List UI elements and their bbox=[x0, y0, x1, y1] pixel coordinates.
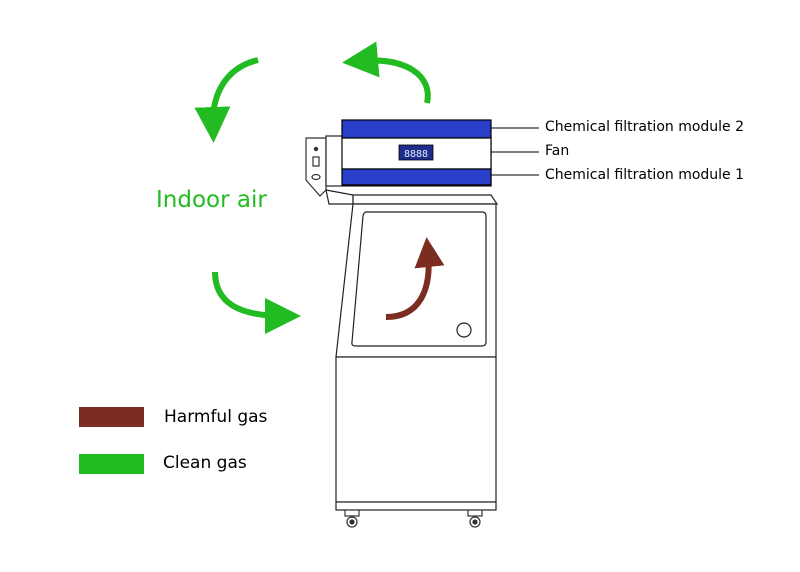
clean-air-arrow-lower bbox=[212, 271, 301, 334]
control-panel bbox=[305, 137, 327, 197]
fan-label: Fan bbox=[545, 143, 570, 159]
cabinet bbox=[325, 189, 499, 511]
clean-air-arrow-left-down bbox=[194, 57, 259, 143]
clean-gas-swatch bbox=[79, 454, 144, 474]
chemical-filtration-module-1 bbox=[341, 168, 492, 186]
wheel-left bbox=[344, 509, 360, 528]
clean-air-arrow-top bbox=[342, 41, 431, 104]
indoor-air-label: Indoor air bbox=[156, 187, 267, 213]
wheel-right bbox=[467, 509, 483, 528]
harmful-gas-legend-label: Harmful gas bbox=[164, 407, 268, 427]
module2-label: Chemical filtration module 2 bbox=[545, 119, 745, 135]
svg-text:8888: 8888 bbox=[404, 149, 428, 160]
module1-label: Chemical filtration module 1 bbox=[545, 167, 745, 183]
clean-gas-legend-label: Clean gas bbox=[163, 453, 247, 473]
harmful-gas-arrow bbox=[385, 237, 445, 320]
chemical-filtration-module-2 bbox=[341, 119, 492, 139]
fan-display bbox=[398, 144, 434, 161]
harmful-gas-swatch bbox=[79, 407, 144, 427]
